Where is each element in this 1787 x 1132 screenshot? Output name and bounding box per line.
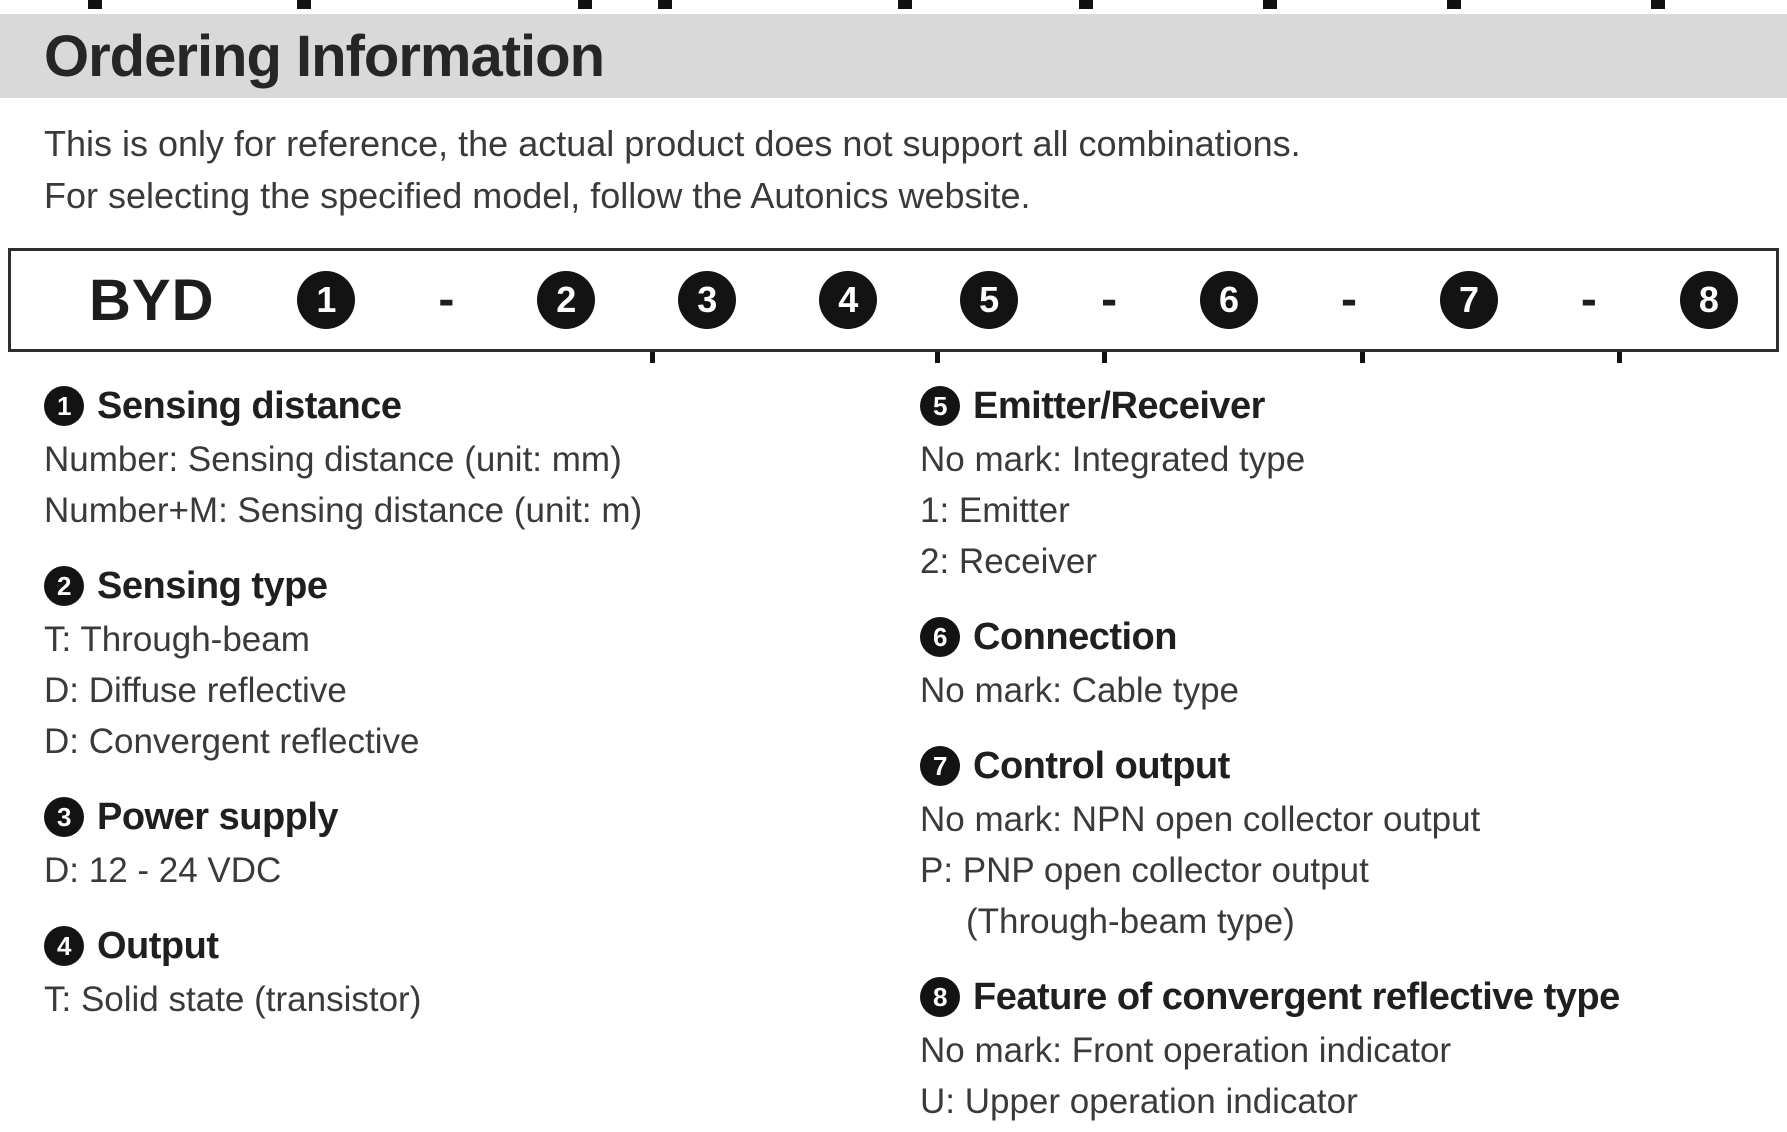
- table-tick-icon: [1617, 352, 1622, 363]
- group-title: Feature of convergent reflective type: [973, 976, 1620, 1018]
- item-4-badge: 4: [44, 926, 84, 966]
- model-digit-6-badge: 6: [1200, 271, 1259, 329]
- intro-line-1: This is only for reference, the actual p…: [44, 123, 1301, 164]
- cropped-table-border-remnants-bottom: [0, 352, 1787, 364]
- option-line: T: Solid state (transistor): [44, 980, 422, 1019]
- item-3-badge: 3: [44, 797, 84, 837]
- option-line: No mark: NPN open collector output: [920, 800, 1481, 839]
- option-line: Number: Sensing distance (unit: mm): [44, 440, 622, 479]
- option-line: No mark: Cable type: [920, 671, 1240, 710]
- model-digit-3-badge: 3: [678, 271, 737, 329]
- group-title: Sensing type: [97, 565, 328, 607]
- group-feature-convergent-reflective: 8 Feature of convergent reflective type …: [920, 969, 1767, 1132]
- group-connection: 6 Connection No mark: Cable type: [920, 609, 1767, 716]
- option-line: 1: Emitter: [920, 491, 1070, 530]
- group-heading: 8 Feature of convergent reflective type: [920, 969, 1767, 1025]
- option-line: P: PNP open collector output: [920, 851, 1369, 890]
- group-heading: 1 Sensing distance: [44, 378, 920, 434]
- table-tick-icon: [898, 0, 912, 9]
- group-heading: 5 Emitter/Receiver: [920, 378, 1767, 434]
- group-heading: 7 Control output: [920, 738, 1767, 794]
- model-separator: -: [1341, 273, 1357, 326]
- table-tick-icon: [297, 0, 311, 9]
- definitions-columns: 1 Sensing distance Number: Sensing dista…: [44, 378, 1767, 1132]
- group-title: Output: [97, 925, 219, 967]
- option-line: (Through-beam type): [966, 902, 1295, 941]
- model-separator: -: [1580, 273, 1597, 326]
- option-line: No mark: Integrated type: [920, 440, 1306, 479]
- table-tick-icon: [1079, 0, 1093, 9]
- group-title: Emitter/Receiver: [973, 385, 1265, 427]
- table-tick-icon: [578, 0, 592, 9]
- option-line: U: Upper operation indicator: [920, 1082, 1358, 1121]
- group-title: Sensing distance: [97, 385, 402, 427]
- group-emitter-receiver: 5 Emitter/Receiver No mark: Integrated t…: [920, 378, 1767, 587]
- option-line: D: Convergent reflective: [44, 722, 420, 761]
- table-tick-icon: [1102, 352, 1107, 363]
- model-code-box: BYD 1 - 2 3 4 5 - 6 - 7 - 8: [8, 248, 1779, 352]
- group-title: Power supply: [97, 796, 339, 838]
- right-column: 5 Emitter/Receiver No mark: Integrated t…: [920, 378, 1767, 1132]
- model-separator: -: [1101, 273, 1118, 326]
- group-title: Control output: [973, 745, 1230, 787]
- model-digit-2-badge: 2: [537, 271, 596, 329]
- option-line: T: Through-beam: [44, 620, 310, 659]
- cropped-table-border-remnants: [0, 0, 1787, 12]
- table-tick-icon: [650, 352, 655, 363]
- page-title: Ordering Information: [44, 23, 605, 89]
- option-line: T: Built-in timer (OFF delay mode): [920, 1127, 1767, 1132]
- group-heading: 3 Power supply: [44, 789, 920, 845]
- item-5-badge: 5: [920, 386, 960, 426]
- intro-text-block: This is only for reference, the actual p…: [44, 118, 1757, 222]
- model-digit-1-badge: 1: [297, 271, 356, 329]
- item-2-badge: 2: [44, 566, 84, 606]
- group-heading: 2 Sensing type: [44, 558, 920, 614]
- item-1-badge: 1: [44, 386, 84, 426]
- model-digit-7-badge: 7: [1439, 271, 1498, 329]
- model-prefix: BYD: [89, 267, 215, 333]
- item-7-badge: 7: [920, 746, 960, 786]
- group-title: Connection: [973, 616, 1177, 658]
- model-separator: -: [438, 273, 455, 326]
- model-digit-4-badge: 4: [819, 271, 878, 329]
- table-tick-icon: [1263, 0, 1277, 9]
- section-header: Ordering Information: [0, 14, 1787, 98]
- group-heading: 6 Connection: [920, 609, 1767, 665]
- item-6-badge: 6: [920, 617, 960, 657]
- item-8-badge: 8: [920, 977, 960, 1017]
- table-tick-icon: [1651, 0, 1665, 9]
- group-power-supply: 3 Power supply D: 12 - 24 VDC: [44, 789, 920, 896]
- table-tick-icon: [88, 0, 102, 9]
- group-heading: 4 Output: [44, 918, 920, 974]
- option-line: D: 12 - 24 VDC: [44, 851, 282, 890]
- model-digit-8-badge: 8: [1679, 271, 1738, 329]
- option-line: Number+M: Sensing distance (unit: m): [44, 491, 643, 530]
- left-column: 1 Sensing distance Number: Sensing dista…: [44, 378, 920, 1132]
- group-sensing-distance: 1 Sensing distance Number: Sensing dista…: [44, 378, 920, 536]
- table-tick-icon: [935, 352, 940, 363]
- table-tick-icon: [658, 0, 672, 9]
- group-sensing-type: 2 Sensing type T: Through-beam D: Diffus…: [44, 558, 920, 767]
- option-line: No mark: Front operation indicator: [920, 1031, 1452, 1070]
- option-line: 2: Receiver: [920, 542, 1098, 581]
- table-tick-icon: [1360, 352, 1365, 363]
- table-tick-icon: [1447, 0, 1461, 9]
- option-line: D: Diffuse reflective: [44, 671, 347, 710]
- model-digit-5-badge: 5: [960, 271, 1019, 329]
- group-control-output: 7 Control output No mark: NPN open colle…: [920, 738, 1767, 947]
- intro-line-2: For selecting the specified model, follo…: [44, 175, 1031, 216]
- group-output: 4 Output T: Solid state (transistor): [44, 918, 920, 1025]
